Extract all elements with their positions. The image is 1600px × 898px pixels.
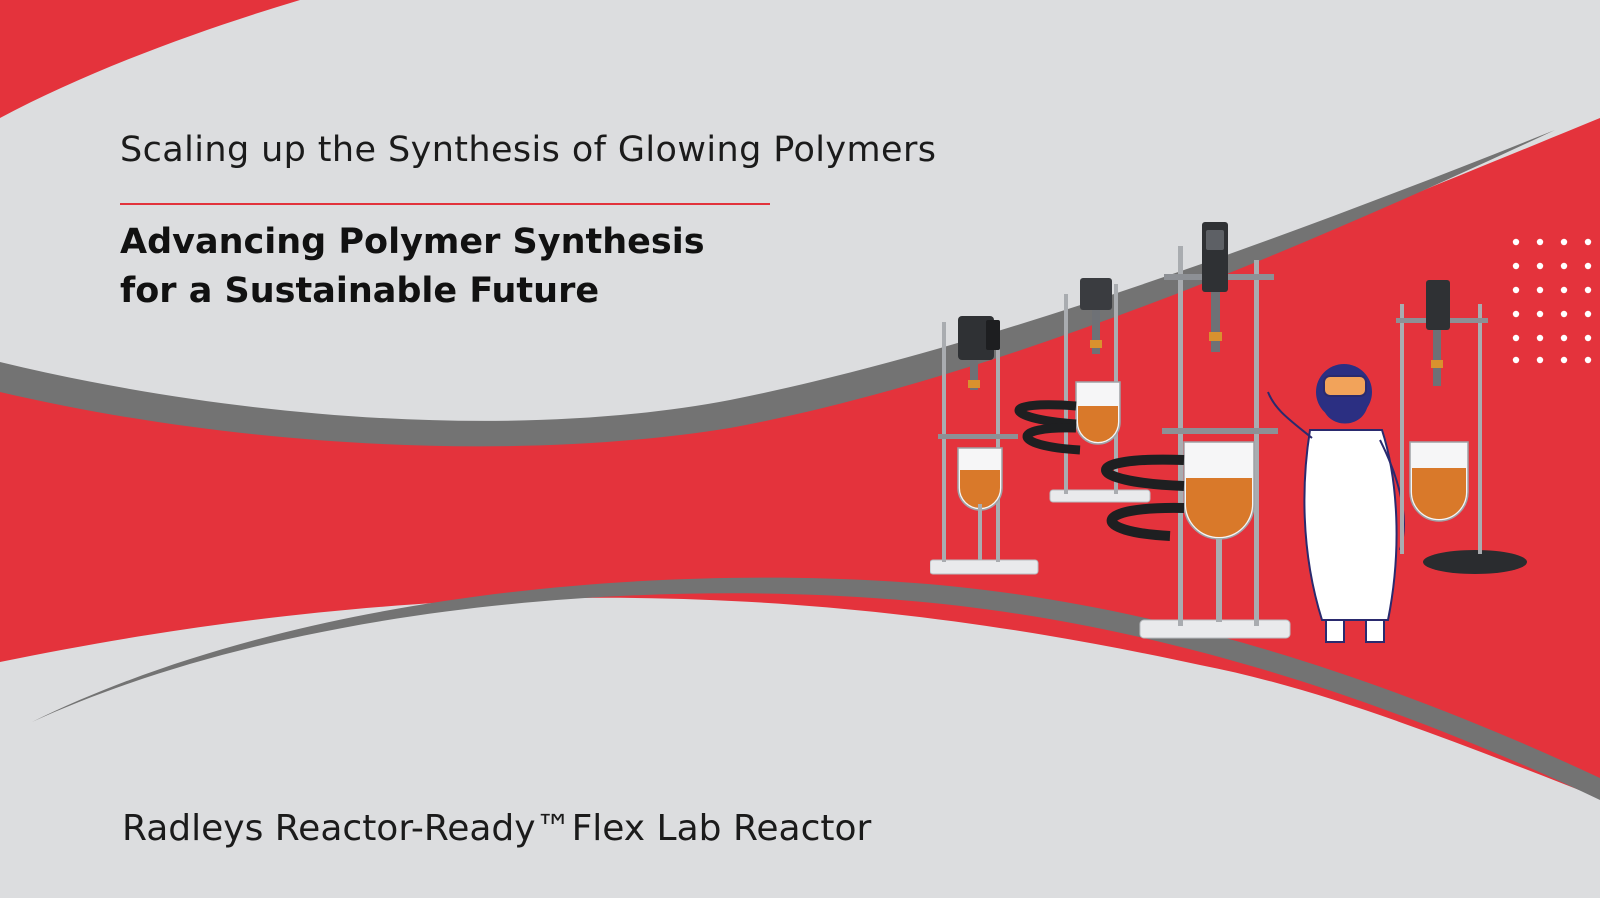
headline: Advancing Polymer Synthesis for a Sustai… bbox=[120, 218, 705, 316]
lab-reactor-illustration bbox=[930, 222, 1527, 643]
scientist-mascot bbox=[1267, 364, 1405, 643]
headline-line-1: Advancing Polymer Synthesis bbox=[120, 222, 705, 262]
reactor-small-left bbox=[930, 316, 1039, 575]
title-divider bbox=[120, 203, 770, 205]
top-left-red-wedge bbox=[0, 0, 300, 118]
headline-line-2: for a Sustainable Future bbox=[120, 271, 600, 311]
reactor-middle-back bbox=[1014, 278, 1151, 503]
reactor-right bbox=[1396, 280, 1527, 574]
dot-grid-icon bbox=[1512, 238, 1592, 364]
reactor-large-center bbox=[1101, 222, 1291, 639]
page-title: Scaling up the Synthesis of Glowing Poly… bbox=[120, 130, 937, 170]
product-name: Radleys Reactor-Ready™Flex Lab Reactor bbox=[122, 808, 872, 849]
upper-grey-swoosh bbox=[0, 130, 1555, 447]
